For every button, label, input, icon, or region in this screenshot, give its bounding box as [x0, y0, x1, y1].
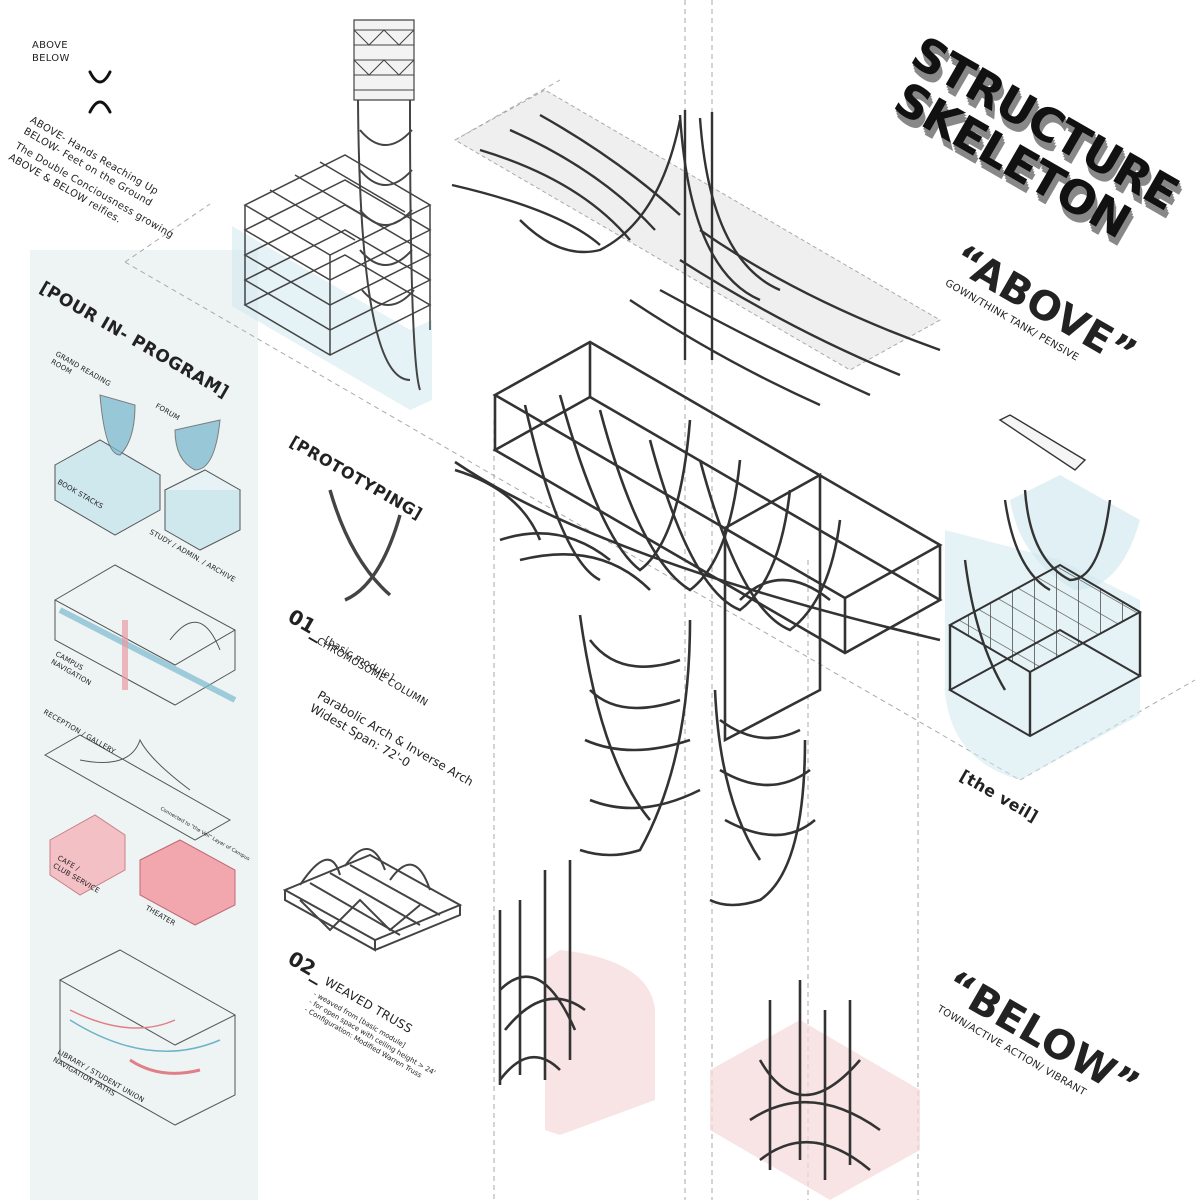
chromosome-icon	[88, 70, 112, 114]
chromosome-module	[328, 489, 402, 602]
bottom-volumes	[545, 950, 920, 1200]
program-diagrams	[43, 394, 242, 1126]
intro-above: ABOVE	[32, 40, 68, 51]
veil-block	[945, 414, 1143, 780]
intro-below: BELOW	[32, 52, 70, 64]
tower-structure	[232, 19, 432, 410]
main-frame	[454, 340, 943, 743]
intro-above-below: ABOVE BELOW	[32, 40, 70, 65]
weaved-truss-module	[282, 848, 463, 952]
program-panel	[30, 250, 258, 1200]
columns-middle	[578, 614, 816, 907]
top-canopy	[451, 89, 942, 407]
bottom-columns	[498, 860, 881, 1180]
